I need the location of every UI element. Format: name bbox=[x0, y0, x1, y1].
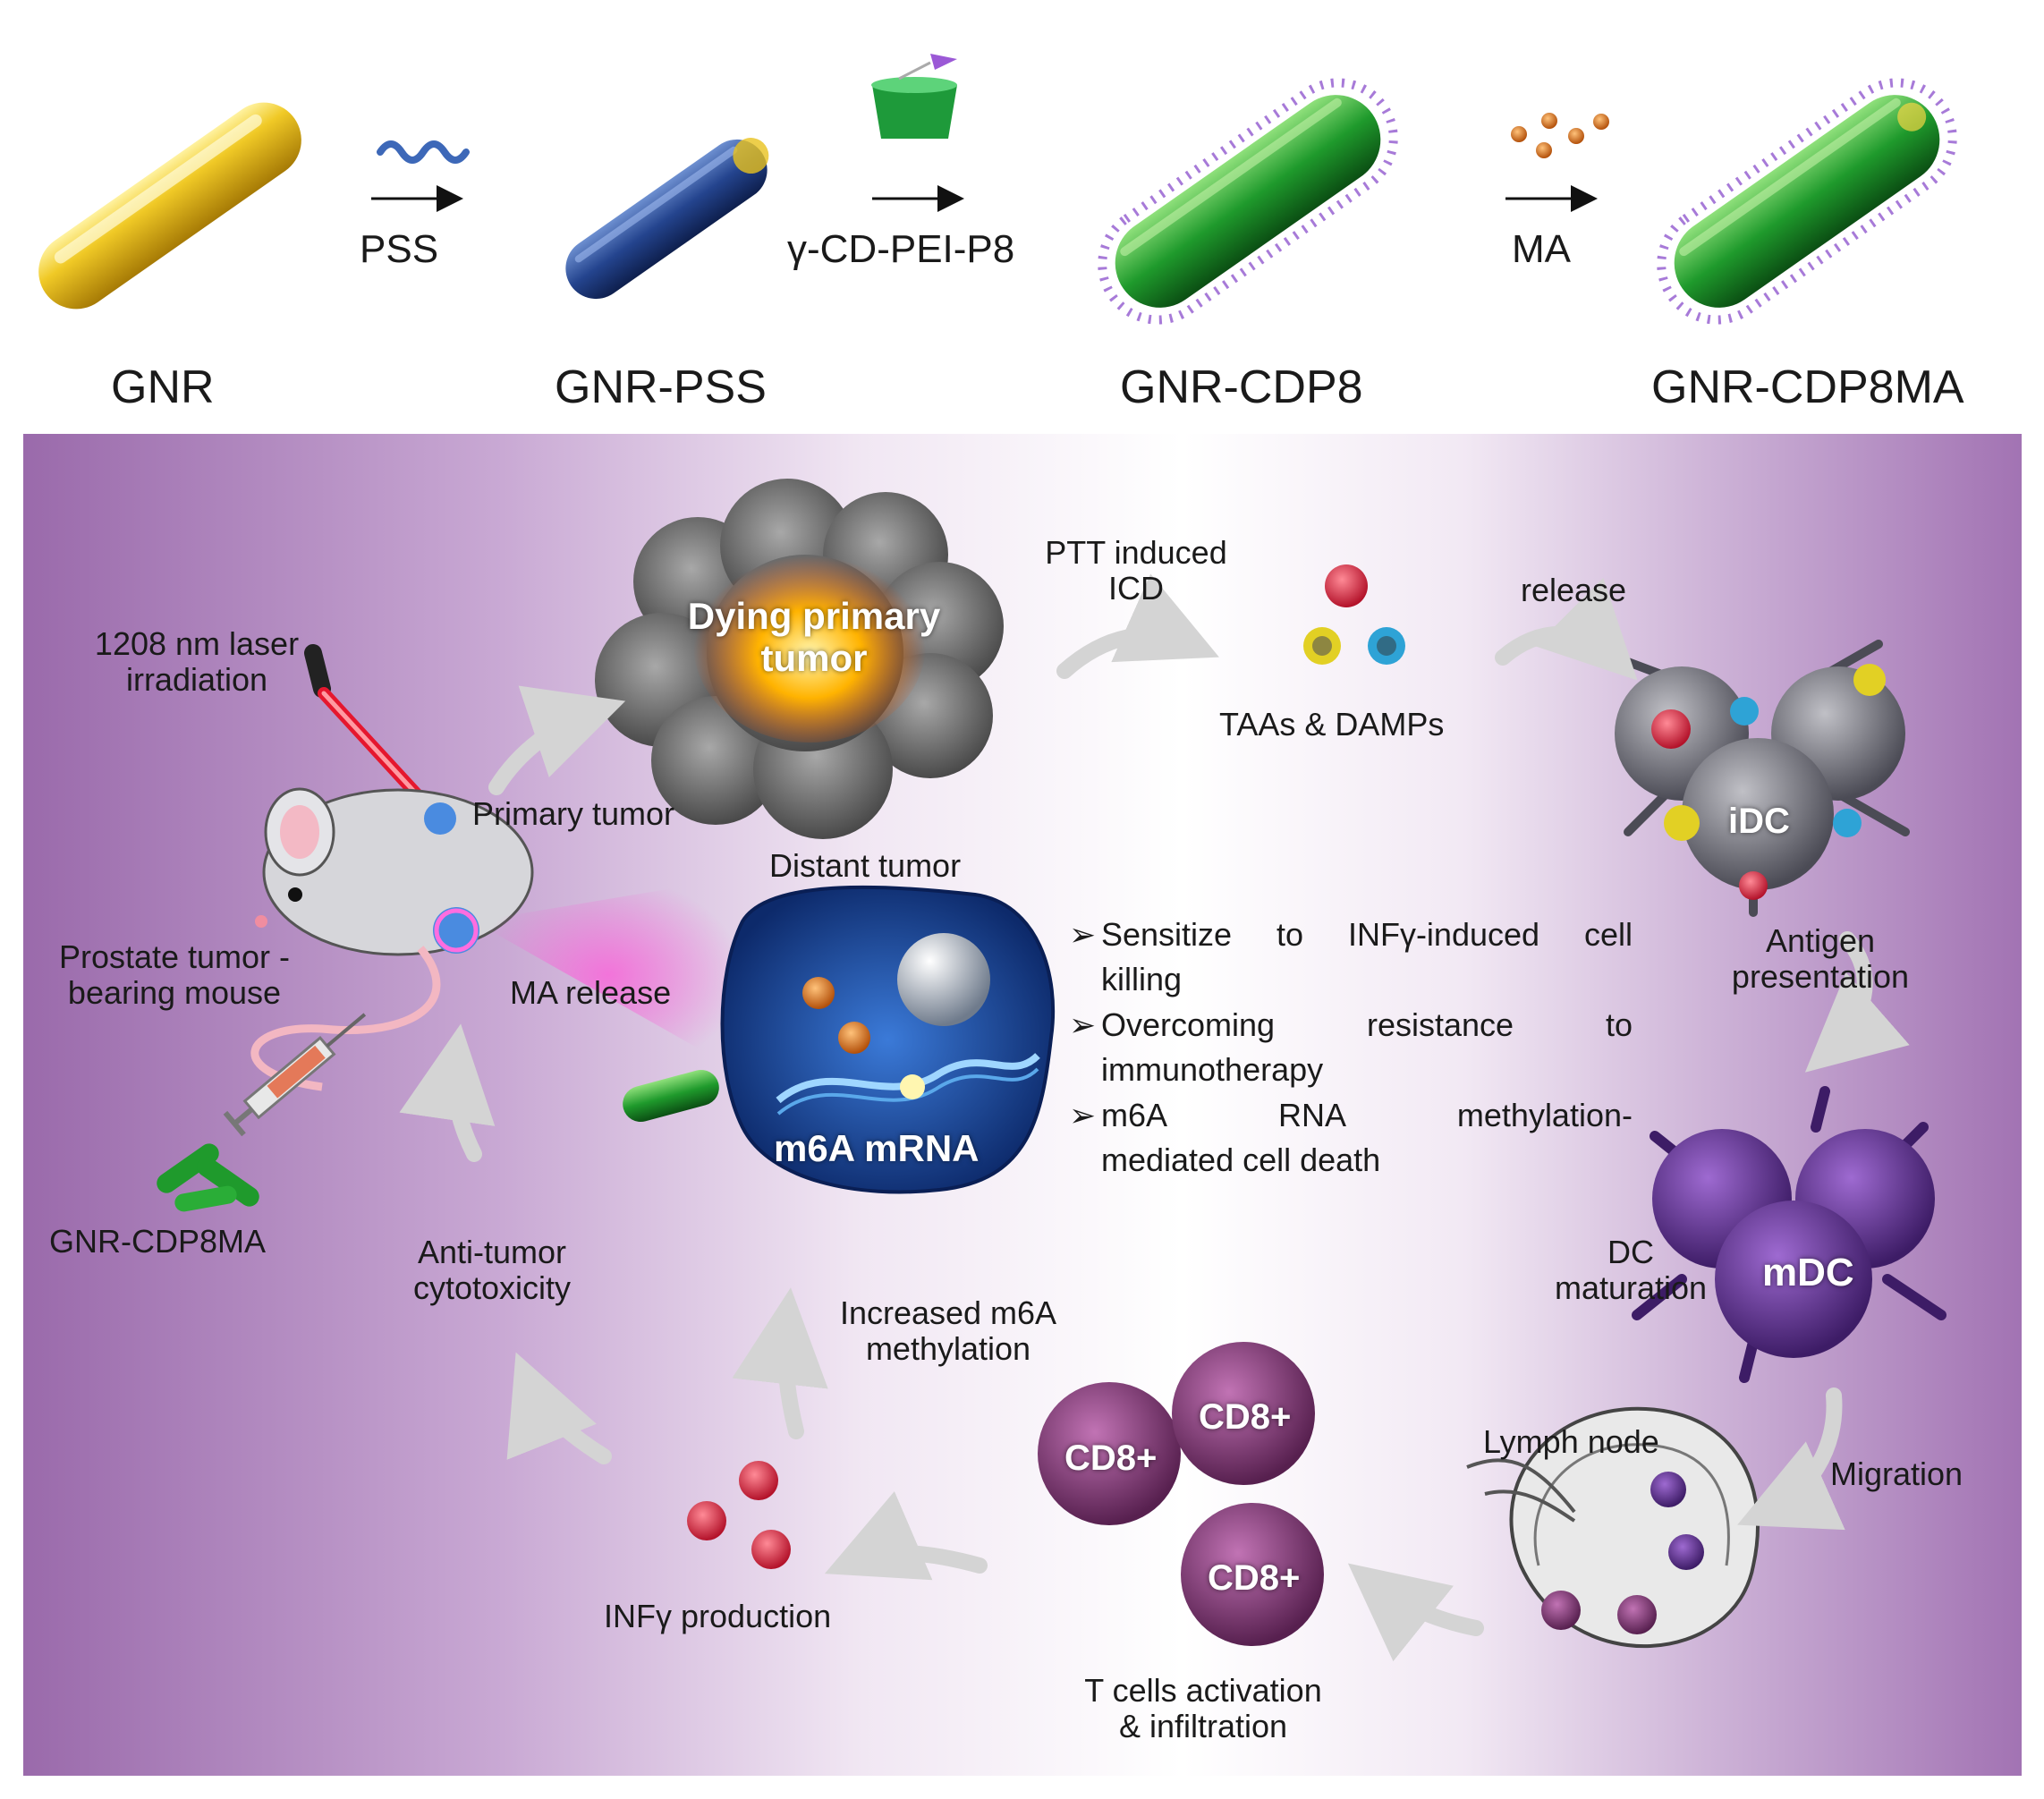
product-label-gnr-cdp8: GNR-CDP8 bbox=[1120, 361, 1363, 413]
cd8-t-cells bbox=[1038, 1342, 1324, 1646]
gnr-cdp8ma-rod bbox=[1657, 78, 1957, 325]
pss-chain-icon bbox=[377, 140, 470, 164]
cd8-label: CD8+ bbox=[1064, 1438, 1158, 1478]
nanorod-cluster-icon bbox=[157, 1143, 259, 1212]
arrow-bullet-icon: ➢ bbox=[1069, 1006, 1097, 1043]
nanoparticle-label: GNR-CDP8MA bbox=[49, 1223, 267, 1260]
taas-damps-icon bbox=[1303, 564, 1405, 665]
distant-tumor-link bbox=[474, 877, 742, 1073]
product-label-gnr-pss: GNR-PSS bbox=[555, 361, 767, 413]
lymph-node-label: Lymph node bbox=[1483, 1423, 1659, 1460]
infg-molecules bbox=[687, 1461, 791, 1569]
taas-damps-label: TAAs & DAMPs bbox=[1219, 706, 1445, 743]
gnr-cdp8-rod bbox=[1098, 78, 1398, 325]
t-cell-activation-label: T cells activation& infiltration bbox=[1084, 1672, 1322, 1745]
product-label-gnr: GNR bbox=[111, 361, 215, 413]
effect-item: ➢ m6A RNA methylation- mediated cell dea… bbox=[1069, 1093, 1633, 1184]
arrow-bullet-icon: ➢ bbox=[1069, 1096, 1097, 1133]
infg-production-label: INFγ production bbox=[604, 1598, 832, 1634]
idc-cell-cluster bbox=[1615, 640, 1910, 917]
m6a-mrna-label: m6A mRNA bbox=[774, 1127, 980, 1169]
effect-item: ➢ Overcoming resistance to immunotherapy bbox=[1069, 1003, 1633, 1093]
nanorod-entering-cell bbox=[623, 1069, 719, 1123]
mouse-label: Prostate tumor -bearing mouse bbox=[58, 938, 291, 1012]
migration-label: Migration bbox=[1830, 1455, 1963, 1492]
distant-tumor-cell bbox=[720, 885, 1056, 1194]
product-label-gnr-cdp8ma: GNR-CDP8MA bbox=[1651, 361, 1964, 413]
gnr-pss-rod bbox=[565, 138, 769, 300]
step-label-cd-pei-p8: γ-CD-PEI-P8 bbox=[787, 227, 1015, 271]
dying-tumor-icon bbox=[595, 479, 1004, 839]
cd8-label: CD8+ bbox=[1208, 1558, 1301, 1598]
idc-label: iDC bbox=[1728, 802, 1790, 841]
mouse-icon bbox=[250, 787, 534, 1091]
ma-release-label: MA release bbox=[510, 974, 672, 1011]
effects-list: ➢ Sensitize to INFγ-induced cell killing… bbox=[1069, 912, 1633, 1183]
release-label: release bbox=[1521, 572, 1627, 608]
cd8-label: CD8+ bbox=[1199, 1397, 1292, 1437]
mdc-cell-cluster bbox=[1632, 1086, 1946, 1383]
process-arrows bbox=[399, 573, 1910, 1662]
primary-tumor-label: Primary tumor bbox=[472, 795, 675, 832]
step-label-ma: MA bbox=[1512, 227, 1571, 271]
mdc-label: mDC bbox=[1762, 1251, 1854, 1294]
gnr-rod bbox=[38, 102, 301, 310]
cyclodextrin-icon bbox=[871, 54, 957, 139]
arrow-bullet-icon: ➢ bbox=[1069, 916, 1097, 953]
effect-item: ➢ Sensitize to INFγ-induced cell killing bbox=[1069, 912, 1633, 1003]
distant-tumor-label: Distant tumor bbox=[769, 847, 962, 884]
syringe-icon bbox=[223, 1013, 367, 1137]
ma-molecules-icon bbox=[1511, 113, 1609, 158]
step-label-pss: PSS bbox=[360, 227, 439, 271]
